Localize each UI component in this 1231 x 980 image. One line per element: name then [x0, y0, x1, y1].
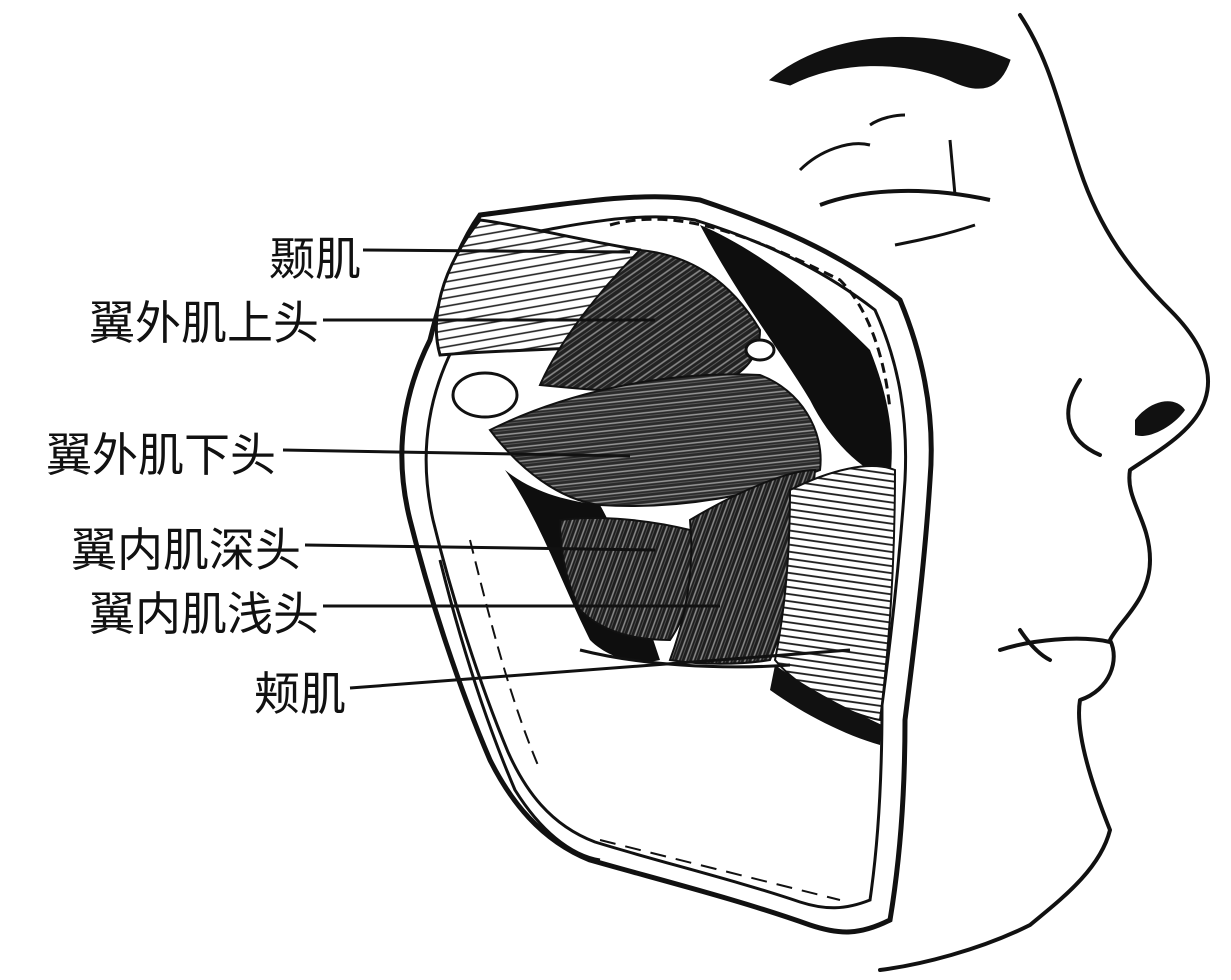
nostril — [1135, 401, 1185, 436]
eye-lower-lid — [895, 225, 975, 245]
eye-inner-line — [950, 140, 955, 195]
label-medial-pterygoid-deep-head: 翼内肌深头 — [71, 527, 301, 573]
eye — [770, 37, 1010, 245]
eyebrow — [770, 37, 1010, 88]
foramen — [746, 340, 774, 360]
nostril-line — [1068, 380, 1100, 455]
eyelid-fold — [870, 115, 905, 125]
condyle — [453, 373, 517, 417]
label-lateral-pterygoid-lower-head: 翼外肌下头 — [46, 432, 276, 478]
label-buccinator: 颊肌 — [254, 671, 346, 717]
leader-line-temporalis — [363, 250, 630, 252]
cheek-line — [800, 144, 870, 170]
lip-line — [1000, 639, 1110, 650]
label-temporalis: 颞肌 — [269, 236, 361, 282]
label-medial-pterygoid-superficial-head: 翼内肌浅头 — [89, 591, 319, 637]
label-lateral-pterygoid-upper-head: 翼外肌上头 — [89, 300, 319, 346]
eye-upper-lid — [820, 191, 990, 205]
